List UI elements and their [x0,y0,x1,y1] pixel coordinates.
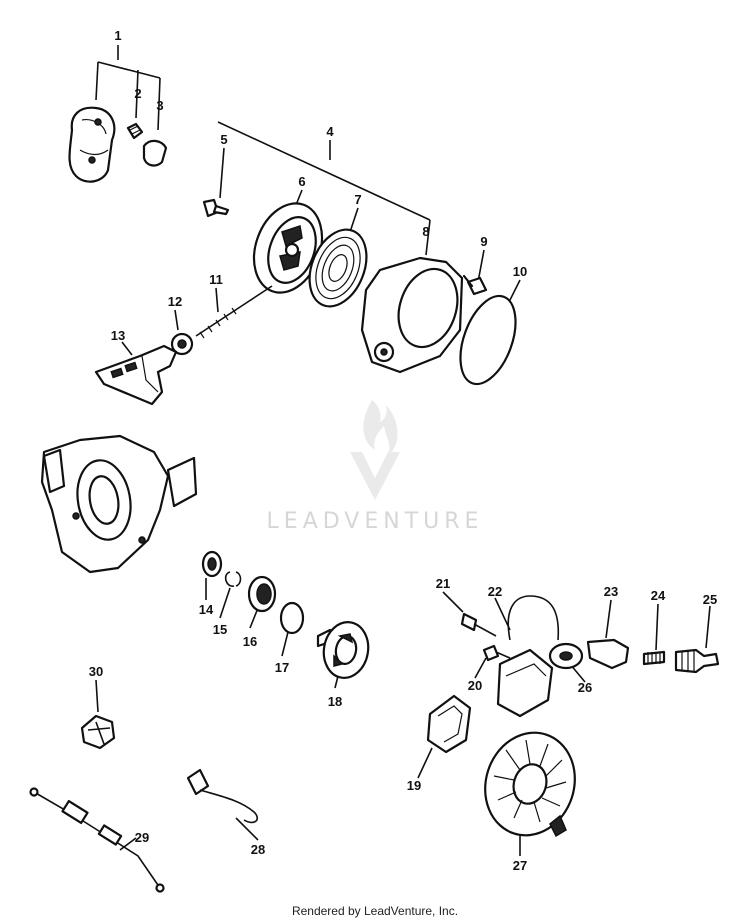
callout-4: 4 [326,124,334,139]
callout-12: 12 [168,294,182,309]
callout-10: 10 [513,264,527,279]
callout-8: 8 [422,224,429,239]
part-screw [202,198,230,218]
callout-27: 27 [513,858,527,873]
part-pulley [252,202,324,294]
part-gasket [459,294,517,386]
part-seal [201,550,223,578]
part-cable-clip [80,714,116,750]
callout-7: 7 [354,192,361,207]
part-bearing [247,575,277,613]
callout-14: 14 [199,602,214,617]
part-cable [29,787,165,893]
part-plug-spring [642,650,666,666]
watermark-logo [350,400,400,500]
footer-credit: Rendered by LeadVenture, Inc. [291,904,459,918]
part-boot [586,638,630,670]
part-rope [195,285,273,339]
callout-1: 1 [114,28,121,43]
part-spark-plug [674,648,720,674]
part-retaining-ring [279,601,305,635]
part-screw-ignition [482,644,511,662]
part-crankcase [40,434,198,574]
callout-21: 21 [436,576,450,591]
callout-16: 16 [243,634,257,649]
callout-22: 22 [488,584,502,599]
callout-26: 26 [578,680,592,695]
callout-11: 11 [209,272,223,287]
callout-18: 18 [328,694,342,709]
part-pawl [142,139,168,167]
watermark-brand: LEADVENTURE [267,509,484,534]
callout-9: 9 [480,234,487,249]
part-pawl-housing [68,106,116,183]
part-snap-ring [224,571,242,587]
callout-15: 15 [213,622,227,637]
part-throttle-rod [186,768,259,824]
callout-23: 23 [604,584,618,599]
callout-19: 19 [407,778,421,793]
callout-5: 5 [220,132,227,147]
callout-13: 13 [111,328,125,343]
part-terminal [460,612,497,637]
part-small-spring [126,122,144,140]
part-clutch-drum [316,621,370,679]
part-starter-handle [94,344,178,406]
part-bolt [462,274,488,296]
part-plug-cap [548,642,584,670]
callout-2: 2 [134,86,141,101]
part-ignition-coil [496,595,560,718]
part-flywheel [484,731,576,838]
leader-lines [95,45,711,856]
callout-17: 17 [275,660,289,675]
callout-20: 20 [468,678,482,693]
callout-28: 28 [251,842,265,857]
part-recoil-spring [308,228,368,308]
callout-3: 3 [156,98,163,113]
callout-25: 25 [703,592,717,607]
part-starter-housing [360,256,464,374]
callout-6: 6 [298,174,305,189]
callout-30: 30 [89,664,103,679]
callout-29: 29 [135,830,149,845]
callout-24: 24 [651,588,666,603]
part-ignition-module [426,694,472,754]
part-rope-guide [170,332,194,356]
